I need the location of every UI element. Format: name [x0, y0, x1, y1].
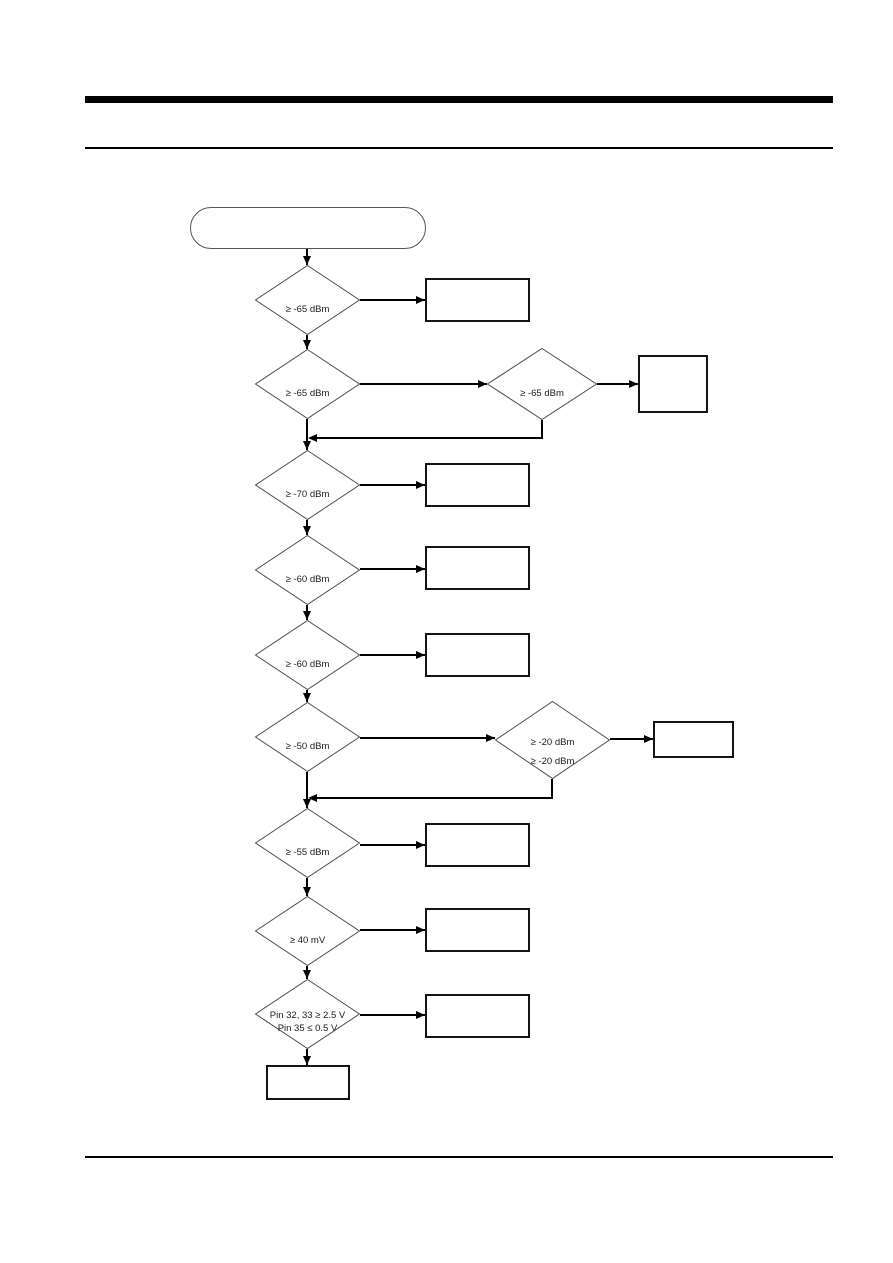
connector-d1-to-action1 [360, 299, 425, 301]
action-box-row7 [425, 823, 530, 867]
start-terminator [190, 207, 426, 249]
decision-6-label: ≥ -50 dBm [285, 741, 330, 752]
arrowhead-right-action8 [416, 926, 425, 934]
arrowhead-down-d4 [303, 526, 311, 535]
feedback2-horizontal [316, 797, 552, 799]
top-thin-rule [85, 147, 833, 149]
arrowhead-down-d8 [303, 887, 311, 896]
diamond-shape [254, 978, 361, 1050]
connector-d3-to-action3 [360, 484, 425, 486]
arrowhead-down-d7 [303, 799, 311, 808]
diamond-shape [254, 807, 361, 879]
side-decision-1: ≥ -65 dBm [486, 347, 598, 421]
decision-3: ≥ -70 dBm [254, 449, 361, 521]
side-decision-2-line1: ≥ -20 dBm [530, 737, 575, 748]
arrowhead-down-end [303, 1056, 311, 1065]
decision-1-label: ≥ -65 dBm [285, 304, 330, 315]
connector-d5-to-action5 [360, 654, 425, 656]
action-box-side-row2 [638, 355, 708, 413]
diamond-shape [254, 701, 361, 773]
diamond-shape [254, 449, 361, 521]
decision-9-label: Pin 32, 33 ≥ 2.5 V Pin 35 ≤ 0.5 V [243, 1009, 372, 1035]
arrowhead-right-action9 [416, 1011, 425, 1019]
connector-d9-to-action9 [360, 1014, 425, 1016]
decision-9-line1: Pin 32, 33 ≥ 2.5 V [269, 1010, 346, 1021]
connector-d6-to-d7 [306, 772, 308, 808]
decision-7-label: ≥ -55 dBm [285, 847, 330, 858]
decision-4: ≥ -60 dBm [254, 534, 361, 606]
decision-3-label: ≥ -70 dBm [285, 489, 330, 500]
arrowhead-right-side-d1 [478, 380, 487, 388]
feedback1-horizontal [316, 437, 542, 439]
action-box-side-row6 [653, 721, 734, 758]
diamond-shape [494, 700, 611, 780]
decision-4-label: ≥ -60 dBm [285, 574, 330, 585]
decision-1: ≥ -65 dBm [254, 264, 361, 336]
arrowhead-left-feedback1 [308, 434, 317, 442]
arrowhead-right-sidebox1 [629, 380, 638, 388]
side-decision-2: ≥ -20 dBm ≥ -20 dBm [494, 700, 611, 780]
top-thick-rule [85, 96, 833, 103]
connector-d8-to-action8 [360, 929, 425, 931]
connector-d7-to-action7 [360, 844, 425, 846]
arrowhead-down-d9 [303, 970, 311, 979]
decision-9: Pin 32, 33 ≥ 2.5 V Pin 35 ≤ 0.5 V [254, 978, 361, 1050]
arrowhead-down-d3 [303, 441, 311, 450]
action-box-row9 [425, 994, 530, 1038]
decision-2-label: ≥ -65 dBm [285, 388, 330, 399]
arrowhead-right-action7 [416, 841, 425, 849]
bottom-rule [85, 1156, 833, 1158]
decision-9-line2: Pin 35 ≤ 0.5 V [277, 1023, 338, 1034]
side-decision-2-line2: ≥ -20 dBm [530, 756, 575, 767]
arrowhead-down-d6 [303, 693, 311, 702]
arrowhead-left-feedback2 [308, 794, 317, 802]
action-box-row3 [425, 463, 530, 507]
diamond-shape [486, 347, 598, 421]
action-box-row4 [425, 546, 530, 590]
connector-d2-to-side-d1 [360, 383, 487, 385]
feedback1-vertical [541, 420, 543, 439]
side-decision-2-label: ≥ -20 dBm ≥ -20 dBm [483, 733, 622, 771]
action-box-row1 [425, 278, 530, 322]
decision-5: ≥ -60 dBm [254, 619, 361, 691]
arrowhead-down-d1 [303, 256, 311, 265]
end-box [266, 1065, 350, 1100]
arrowhead-down-d5 [303, 611, 311, 620]
connector-d2-to-d3 [306, 419, 308, 450]
diamond-shape [254, 534, 361, 606]
feedback2-vertical [551, 779, 553, 799]
decision-7: ≥ -55 dBm [254, 807, 361, 879]
connector-side-d2-to-sidebox2 [610, 738, 653, 740]
decision-8: ≥ 40 mV [254, 895, 361, 967]
arrowhead-right-sidebox2 [644, 735, 653, 743]
arrowhead-right-action1 [416, 296, 425, 304]
connector-d6-to-side-d2 [360, 737, 495, 739]
arrowhead-right-side-d2 [486, 734, 495, 742]
decision-2: ≥ -65 dBm [254, 348, 361, 420]
diamond-shape [254, 348, 361, 420]
diamond-shape [254, 895, 361, 967]
arrowhead-right-action3 [416, 481, 425, 489]
decision-8-label: ≥ 40 mV [289, 935, 326, 946]
action-box-row8 [425, 908, 530, 952]
arrowhead-right-action5 [416, 651, 425, 659]
arrowhead-right-action4 [416, 565, 425, 573]
diamond-shape [254, 264, 361, 336]
arrowhead-down-d2 [303, 340, 311, 349]
action-box-row5 [425, 633, 530, 677]
diamond-shape [254, 619, 361, 691]
decision-5-label: ≥ -60 dBm [285, 659, 330, 670]
decision-6: ≥ -50 dBm [254, 701, 361, 773]
connector-d4-to-action4 [360, 568, 425, 570]
side-decision-1-label: ≥ -65 dBm [520, 388, 564, 399]
connector-side-d1-to-sidebox1 [597, 383, 638, 385]
